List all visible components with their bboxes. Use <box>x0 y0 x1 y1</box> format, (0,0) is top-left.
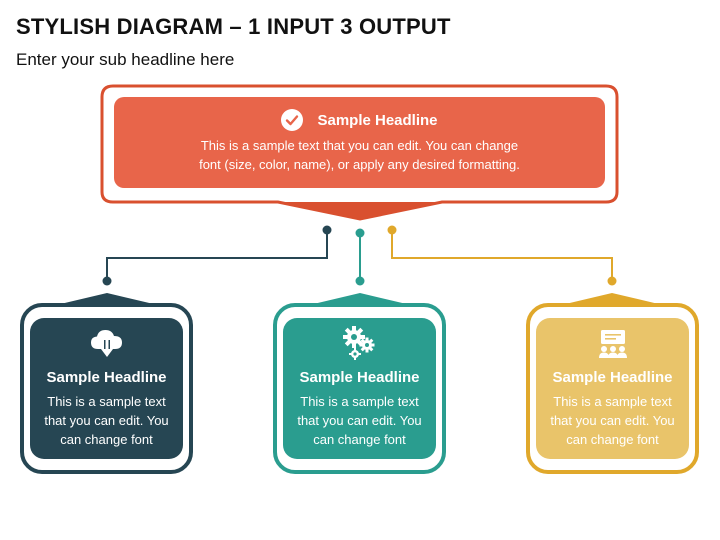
output1-pointer <box>52 293 162 306</box>
output1-headline: Sample Headline <box>46 369 167 386</box>
output1-line1: This is a sample text <box>47 394 166 409</box>
output3-pointer <box>557 293 667 306</box>
check-circle-icon <box>281 109 304 131</box>
connector-center-dot-bottom <box>355 276 365 286</box>
gears-icon <box>283 323 436 363</box>
output-card-3: Sample Headline This is a sample text th… <box>536 318 689 459</box>
output2-frame <box>273 303 446 474</box>
output3-headline: Sample Headline <box>552 369 673 386</box>
connector-center-dot-top <box>355 228 365 238</box>
connector-left-dot-bottom <box>102 276 112 286</box>
output2-line2: that you can edit. You <box>297 413 422 428</box>
output3-line1: This is a sample text <box>553 394 672 409</box>
input-body-line1: This is a sample text that you can edit.… <box>200 138 519 153</box>
output3-line2: that you can edit. You <box>550 413 675 428</box>
slide-subtitle: Enter your sub headline here <box>16 50 235 69</box>
input-headline: Sample Headline <box>317 111 438 129</box>
input-box: Sample Headline This is a sample text th… <box>114 97 605 188</box>
output3-frame <box>526 303 699 474</box>
output2-pointer <box>305 293 415 306</box>
presentation-audience-icon <box>536 323 689 363</box>
output1-frame <box>20 303 193 474</box>
output1-line3: can change font <box>60 432 153 447</box>
output-card-1: Sample Headline This is a sample text th… <box>30 318 183 459</box>
connector-left <box>106 230 328 281</box>
connector-right-dot-top <box>387 225 397 235</box>
output-card-2: Sample Headline This is a sample text th… <box>283 318 436 459</box>
output2-line1: This is a sample text <box>300 394 419 409</box>
connector-right-dot-bottom <box>607 276 617 286</box>
output3-line3: can change font <box>566 432 659 447</box>
output1-line2: that you can edit. You <box>44 413 169 428</box>
input-funnel <box>278 202 442 219</box>
connector-right <box>391 230 613 281</box>
connector-left-dot-top <box>322 225 332 235</box>
output2-headline: Sample Headline <box>299 369 420 386</box>
cloud-download-icon <box>30 323 183 363</box>
input-body-line2: font (size, color, name), or apply any d… <box>199 157 520 172</box>
output2-line3: can change font <box>313 432 406 447</box>
slide-title: STYLISH DIAGRAM – 1 INPUT 3 OUTPUT <box>16 14 451 39</box>
